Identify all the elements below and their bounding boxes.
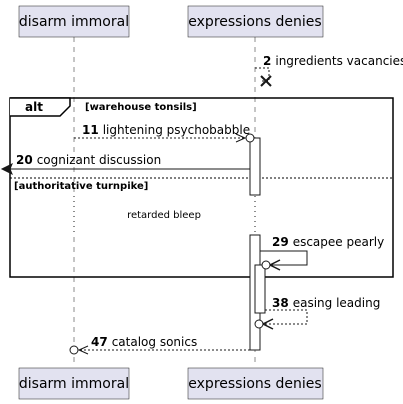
destroy-icon: [260, 75, 272, 87]
participant-label: disarm immoral: [19, 14, 129, 30]
activation-bar: [249, 137, 261, 196]
participant-label: expressions denies: [188, 14, 321, 30]
alt-fragment: alt [warehouse tonsils] [authoritative t…: [9, 97, 394, 278]
delay: retarded bleep: [60, 196, 270, 234]
participant-top-expressions-denies: expressions denies: [187, 5, 324, 38]
fragment-guard-1: [warehouse tonsils]: [85, 102, 197, 113]
fragment-guard-2: [authoritative turnpike]: [14, 181, 148, 192]
participant-bottom-expressions-denies: expressions denies: [187, 367, 324, 400]
fragment-keyword: alt: [25, 100, 43, 114]
delay-text: retarded bleep: [127, 210, 201, 221]
participant-top-disarm-immoral: disarm immoral: [18, 5, 130, 38]
participant-label: expressions denies: [188, 376, 321, 392]
participant-bottom-disarm-immoral: disarm immoral: [18, 367, 130, 400]
fragment-tab: [10, 97, 71, 117]
activation-bar: [254, 264, 266, 314]
participant-label: disarm immoral: [19, 376, 129, 392]
